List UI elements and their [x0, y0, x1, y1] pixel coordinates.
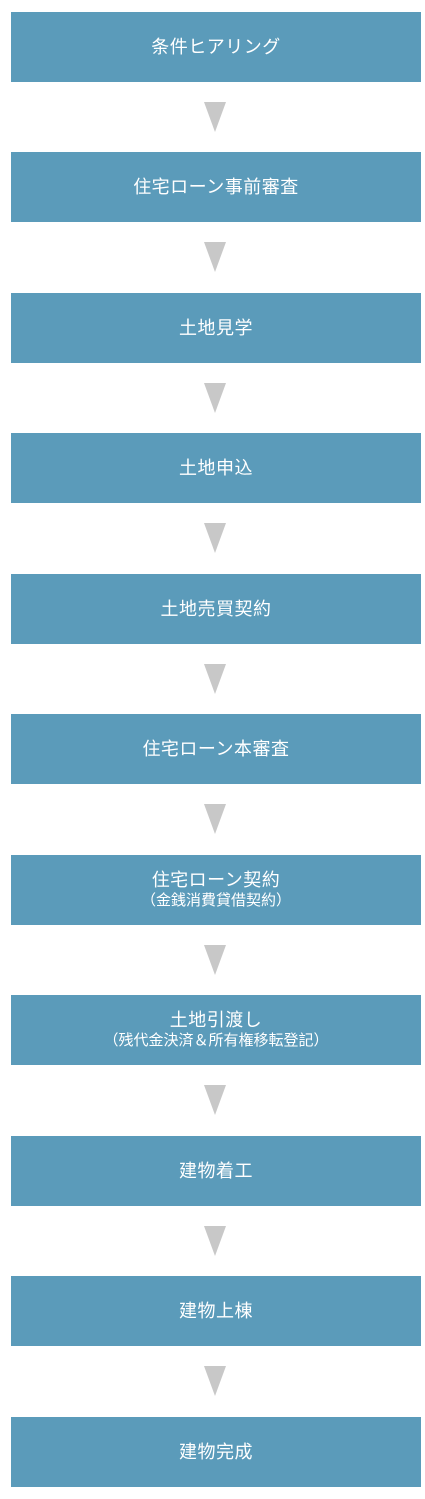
step-label: 住宅ローン契約 — [151, 870, 281, 891]
step-label: 土地申込 — [179, 457, 253, 479]
down-arrow-icon — [204, 242, 226, 272]
step-label: 建物着工 — [179, 1160, 253, 1182]
step-3: 土地見学 — [11, 293, 421, 363]
step-2: 住宅ローン事前審査 — [11, 152, 421, 222]
down-arrow-icon — [204, 523, 226, 553]
step-label: 条件ヒアリング — [151, 36, 281, 58]
step-5: 土地売買契約 — [11, 574, 421, 644]
down-arrow-icon — [204, 1085, 226, 1115]
down-arrow-icon — [204, 102, 226, 132]
down-arrow-icon — [204, 383, 226, 413]
step-6: 住宅ローン本審査 — [11, 714, 421, 784]
step-label: 土地売買契約 — [160, 598, 272, 620]
down-arrow-icon — [204, 1366, 226, 1396]
step-label: 住宅ローン本審査 — [142, 738, 290, 760]
step-sublabel: （残代金決済＆所有権移転登記） — [103, 1031, 329, 1049]
step-9: 建物着工 — [11, 1136, 421, 1206]
step-label: 建物完成 — [179, 1441, 253, 1463]
step-label: 住宅ローン事前審査 — [133, 176, 299, 198]
down-arrow-icon — [204, 664, 226, 694]
step-4: 土地申込 — [11, 433, 421, 503]
step-sublabel: （金銭消費貸借契約） — [140, 891, 291, 909]
step-11: 建物完成 — [11, 1417, 421, 1487]
step-8: 土地引渡し （残代金決済＆所有権移転登記） — [11, 995, 421, 1065]
step-10: 建物上棟 — [11, 1276, 421, 1346]
down-arrow-icon — [204, 1226, 226, 1256]
step-label: 建物上棟 — [179, 1300, 253, 1322]
step-7: 住宅ローン契約 （金銭消費貸借契約） — [11, 855, 421, 925]
down-arrow-icon — [204, 945, 226, 975]
step-label: 土地見学 — [179, 317, 253, 339]
step-1: 条件ヒアリング — [11, 12, 421, 82]
step-label: 土地引渡し — [169, 1010, 263, 1031]
down-arrow-icon — [204, 804, 226, 834]
